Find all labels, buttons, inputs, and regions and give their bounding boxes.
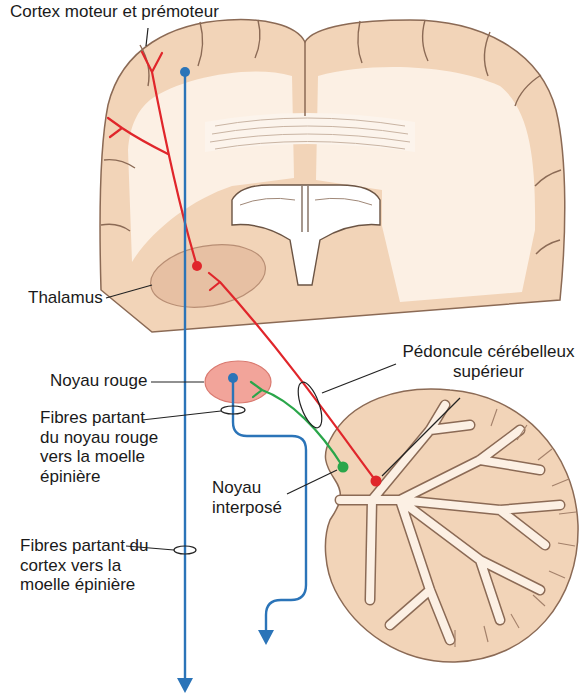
sulcus <box>536 240 560 254</box>
folium-line <box>511 614 519 628</box>
structure-label: Noyau interposé <box>212 478 300 517</box>
fibre-line <box>210 134 410 142</box>
leader-line <box>322 364 396 393</box>
leader-line <box>106 285 152 298</box>
arrowhead <box>177 678 193 693</box>
leader-line <box>146 28 148 46</box>
white-matter-tree <box>340 405 560 640</box>
bundle-marker <box>221 406 245 414</box>
brain-section <box>100 20 565 332</box>
folium-line <box>552 479 569 486</box>
folium-line <box>491 409 497 426</box>
fibre-line <box>215 118 405 126</box>
cerebellum <box>325 389 578 662</box>
folia <box>455 409 576 647</box>
cerebellum-outline <box>325 389 578 662</box>
cortex-outline <box>100 20 565 332</box>
longitudinal-fissure <box>304 42 306 116</box>
pathways <box>108 52 376 680</box>
cerebello-thalamic-fibre <box>209 273 376 481</box>
sulcus <box>535 170 561 186</box>
structure-label: Fibres partant du noyau rouge vers la mo… <box>40 408 165 486</box>
fibre-line <box>215 142 405 150</box>
neuron-soma <box>371 476 382 487</box>
sulcus <box>484 32 490 76</box>
sulcus <box>515 75 541 106</box>
corpus-callosum <box>205 113 415 152</box>
thalamo-cortical-branch <box>108 118 168 154</box>
callosal-fibres <box>210 118 410 149</box>
structure-label: Pédoncule cérébelleux supérieur <box>396 342 581 381</box>
folium-line <box>538 449 552 460</box>
folium-line <box>558 543 575 546</box>
neuron-soma <box>228 373 238 383</box>
structure-label: Thalamus <box>28 288 118 308</box>
leader-line <box>142 411 221 420</box>
corticospinal-fibre <box>184 72 186 680</box>
structure-label: Cortex moteur et prémoteur <box>10 2 260 22</box>
septum <box>302 186 308 232</box>
leaders <box>106 28 460 554</box>
white-matter <box>316 67 535 302</box>
leader-line <box>382 398 460 476</box>
leader-line <box>287 470 337 494</box>
folium-line <box>484 626 488 642</box>
white-matter <box>128 72 294 262</box>
bundle-marker <box>174 546 196 554</box>
arrowhead <box>258 630 274 645</box>
folium-line <box>454 630 455 647</box>
leader-line <box>151 381 204 382</box>
fibre-line <box>212 126 408 134</box>
folium-line <box>517 425 527 440</box>
neuron-soma <box>192 261 202 271</box>
bundle-marker <box>293 379 326 430</box>
neuron-soma <box>338 462 349 473</box>
structure-label: Noyau rouge <box>50 371 160 391</box>
structure-label: Fibres partant du cortex vers la moelle … <box>20 536 155 595</box>
thalamus-shape <box>146 236 271 315</box>
folium-line <box>533 595 545 606</box>
folium-line <box>559 512 576 514</box>
neuron-soma <box>180 67 190 77</box>
folium-line <box>549 571 565 578</box>
cerebello-rubral-fibre <box>251 382 343 467</box>
white-matter-tree <box>340 405 560 640</box>
sulcus <box>104 160 135 168</box>
sulcus <box>255 20 260 58</box>
red-nucleus-shape <box>205 361 271 403</box>
sulcus <box>101 224 130 231</box>
sulcus <box>423 20 428 61</box>
sulcus <box>358 21 362 63</box>
ventricle-shade <box>240 198 372 205</box>
thalamo-cortical-fibre <box>142 52 197 266</box>
sulcus <box>198 22 203 66</box>
